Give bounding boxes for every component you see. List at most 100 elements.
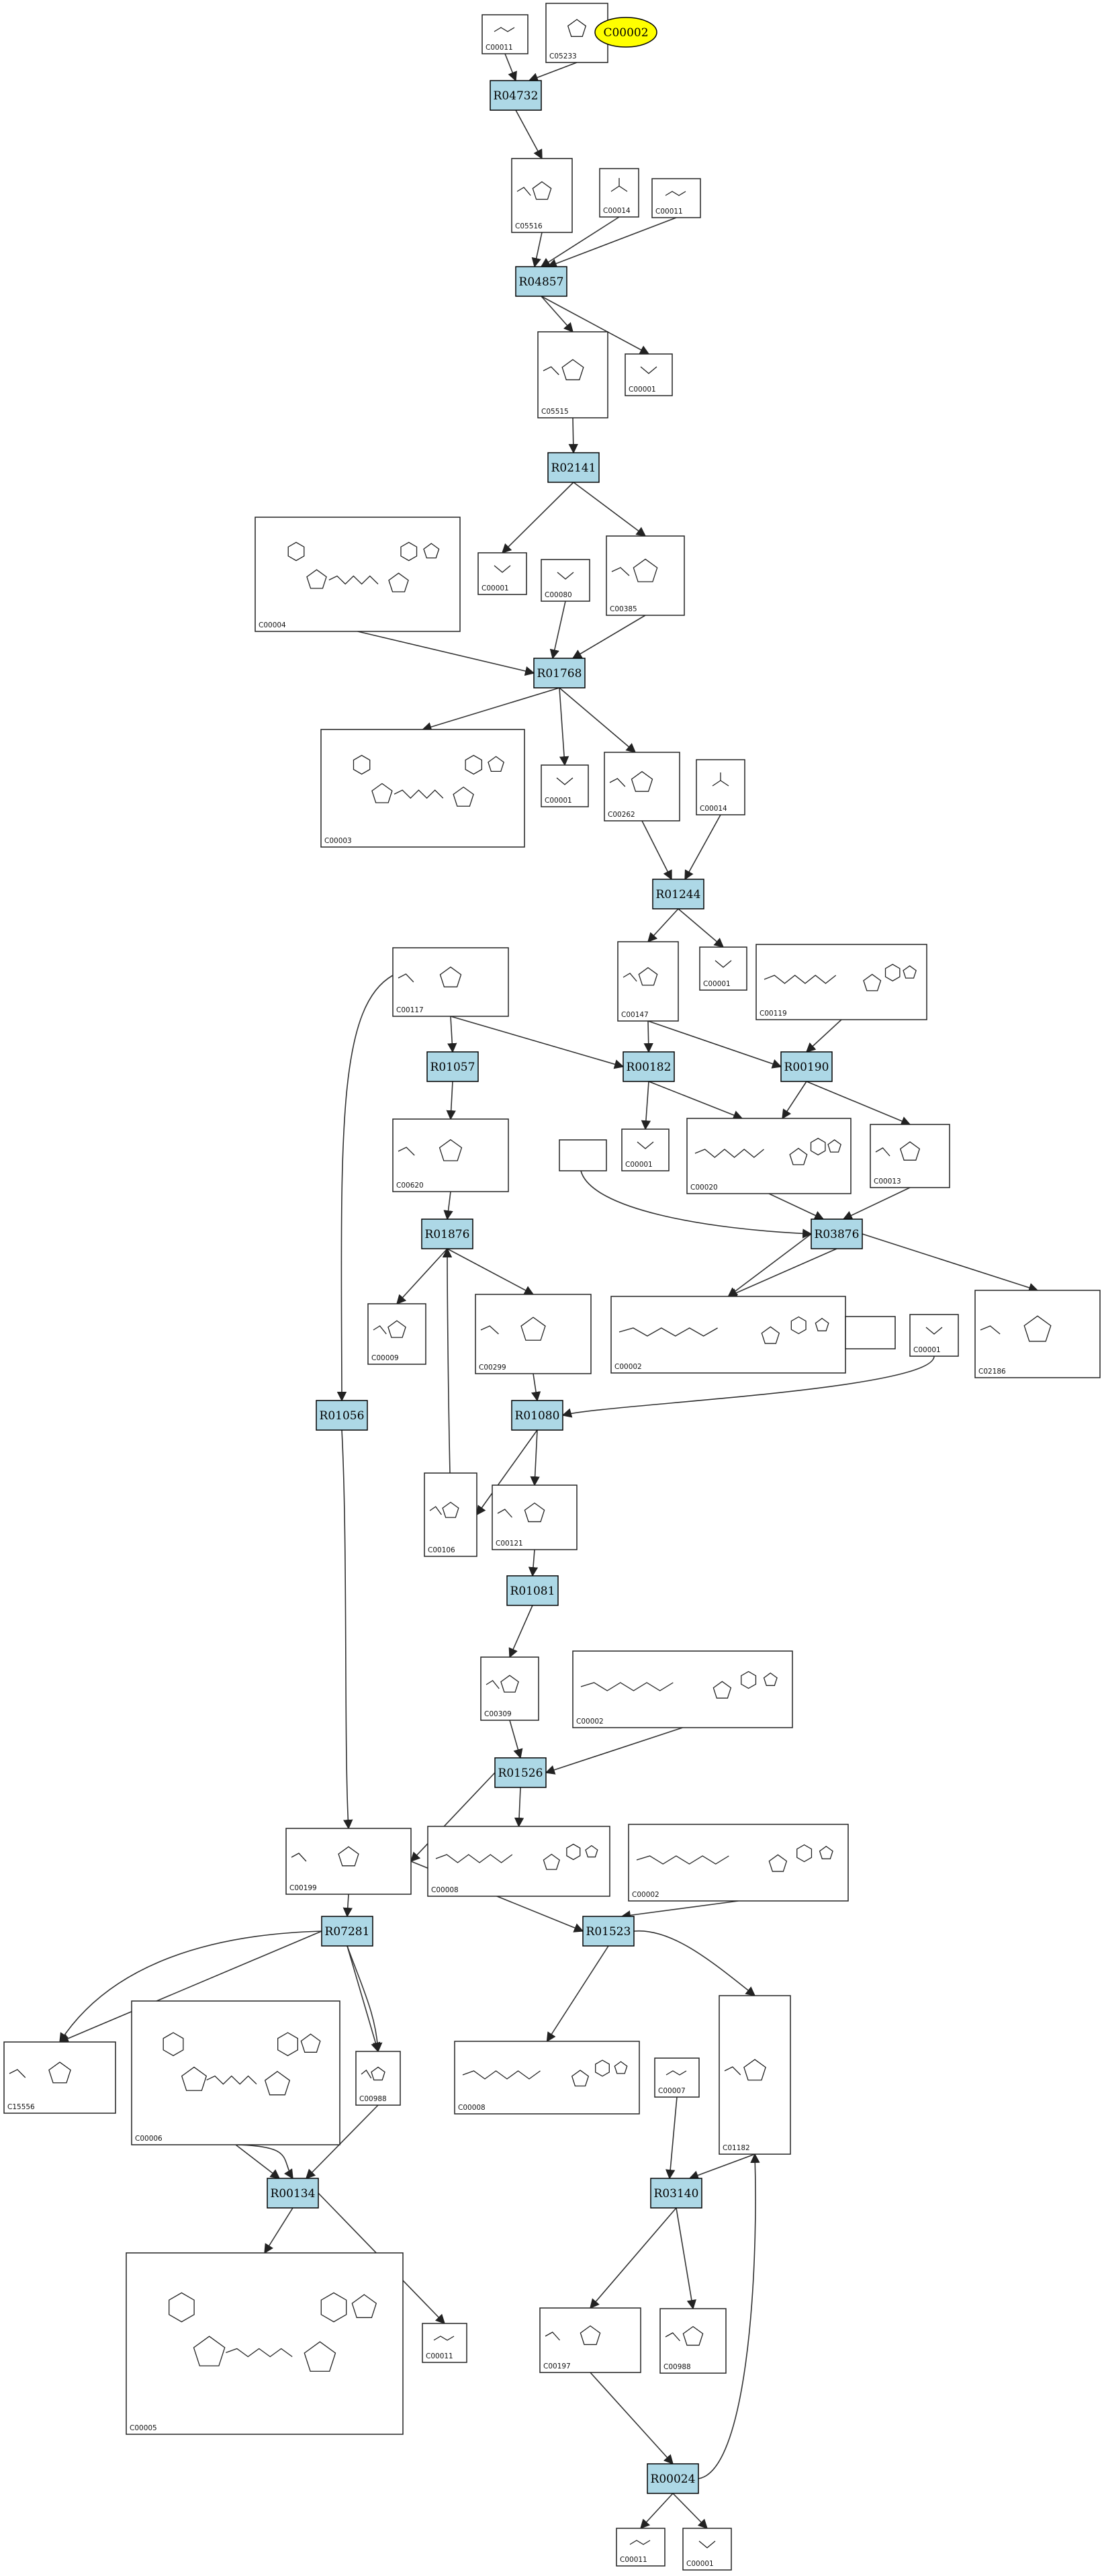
compound-node[interactable]: C00001 <box>909 1314 959 1357</box>
compound-node[interactable]: C05515 <box>537 331 608 418</box>
compound-node[interactable]: C00011 <box>422 2323 467 2363</box>
compound-node[interactable]: C00005 <box>126 2252 404 2435</box>
compound-node[interactable]: C00299 <box>475 1294 592 1374</box>
compound-node[interactable]: C00197 <box>539 2307 641 2373</box>
reaction-id-label: R01876 <box>425 1228 470 1241</box>
compound-node[interactable]: C00001 <box>682 2528 732 2571</box>
compound-node[interactable]: C00002 <box>610 1296 846 1374</box>
compound-node[interactable]: C01182 <box>719 1995 791 2155</box>
compound-node[interactable]: C00620 <box>392 1118 509 1192</box>
compound-node[interactable]: C00002 <box>628 1824 849 1902</box>
structure-icon <box>629 2540 651 2545</box>
highlight-node[interactable]: C00002 <box>594 17 657 48</box>
compound-node[interactable]: C02186 <box>974 1290 1101 1378</box>
reaction-node[interactable]: R02141 <box>547 452 600 483</box>
reaction-node[interactable]: R04857 <box>515 266 567 297</box>
reaction-node[interactable]: R01056 <box>316 1400 368 1431</box>
compound-box <box>686 1118 852 1194</box>
compound-node[interactable]: C00309 <box>480 1656 539 1721</box>
compound-node[interactable]: C00121 <box>492 1484 578 1550</box>
compound-node[interactable]: C00011 <box>616 2528 665 2567</box>
compound-node[interactable]: C00003 <box>320 729 525 848</box>
compound-id-label: C05233 <box>549 52 577 60</box>
compound-id-label: C00002 <box>576 1718 604 1726</box>
compound-node[interactable]: C00001 <box>699 946 747 991</box>
edge-compound-to-reaction <box>336 975 394 1402</box>
compound-node[interactable]: C00106 <box>424 1472 477 1557</box>
compound-node[interactable]: C00385 <box>606 535 685 616</box>
compound-box <box>126 2252 404 2435</box>
compound-box <box>621 1128 670 1171</box>
compound-box <box>651 178 701 218</box>
reaction-id-label: R01057 <box>430 1061 475 1074</box>
compound-node[interactable]: C00014 <box>599 168 639 218</box>
reaction-node[interactable]: R00182 <box>623 1051 675 1082</box>
compound-id-label: C00002 <box>614 1363 642 1371</box>
reaction-node[interactable]: R01523 <box>582 1916 635 1947</box>
compound-node[interactable]: C00262 <box>604 752 680 821</box>
compound-node[interactable]: C15556 <box>3 2041 116 2114</box>
reaction-id-label: R07281 <box>325 1925 370 1939</box>
reaction-node[interactable]: R01768 <box>533 658 586 689</box>
structure-icon <box>543 359 584 381</box>
compound-node[interactable]: C00011 <box>651 178 701 218</box>
reaction-node[interactable]: R00134 <box>267 2178 319 2209</box>
edge-reaction-to-compound <box>678 908 725 948</box>
compound-node[interactable]: C00119 <box>755 944 927 1020</box>
compound-node[interactable]: C00001 <box>625 353 673 396</box>
compound-node[interactable]: C00117 <box>392 947 509 1017</box>
reaction-box <box>780 1051 833 1082</box>
reaction-node[interactable]: R00190 <box>780 1051 833 1082</box>
compound-id-label: C00007 <box>658 2087 686 2095</box>
edge-compound-to-reaction <box>545 1727 683 1775</box>
reaction-node[interactable]: R04732 <box>490 80 542 111</box>
compound-node[interactable]: C00014 <box>696 759 745 815</box>
reaction-node[interactable]: R00024 <box>647 2463 699 2494</box>
reaction-id-label: R01080 <box>515 1409 560 1423</box>
compound-node[interactable]: C00013 <box>870 1124 950 1188</box>
structure-icon <box>980 1315 1052 1342</box>
compound-node[interactable]: C00004 <box>255 517 461 632</box>
compound-box <box>541 559 590 602</box>
compound-node[interactable]: C00199 <box>285 1828 412 1895</box>
reaction-node[interactable]: R01080 <box>511 1400 563 1431</box>
edge-compound-to-reaction <box>684 814 721 881</box>
empty-compound-box[interactable] <box>559 1139 607 1171</box>
compound-box <box>606 535 685 616</box>
compound-node[interactable]: C00007 <box>654 2057 700 2098</box>
compound-box <box>320 729 525 848</box>
reaction-node[interactable]: R01876 <box>421 1218 473 1249</box>
compound-node[interactable]: C00008 <box>454 2041 640 2115</box>
reaction-node[interactable]: R07281 <box>321 1916 373 1947</box>
reaction-box <box>515 266 567 297</box>
compound-node[interactable]: C00001 <box>477 552 527 595</box>
edge-reaction-to-compound <box>573 482 647 537</box>
edge-reaction-to-compound <box>640 2493 674 2530</box>
compound-box <box>699 946 747 991</box>
compound-node[interactable]: C05516 <box>511 158 573 233</box>
reaction-node[interactable]: R03876 <box>811 1218 863 1249</box>
reaction-id-label: R00182 <box>627 1061 672 1074</box>
compound-node[interactable]: C00020 <box>686 1118 852 1194</box>
compound-node[interactable]: C00147 <box>617 941 679 1022</box>
structure-icon <box>580 1671 778 1699</box>
compound-node[interactable]: C00080 <box>541 559 590 602</box>
reaction-node[interactable]: R01526 <box>494 1757 547 1788</box>
reaction-node[interactable]: R01244 <box>652 879 704 909</box>
compound-node[interactable]: C00006 <box>131 2000 340 2145</box>
compound-node[interactable]: C00009 <box>367 1303 426 1365</box>
structure-icon <box>609 770 653 792</box>
edge-reaction-to-compound <box>476 1429 538 1516</box>
compound-node[interactable]: C00011 <box>481 14 529 54</box>
compound-node[interactable]: C00008 <box>427 1826 610 1897</box>
reaction-node[interactable]: R01081 <box>506 1575 559 1606</box>
compound-node[interactable]: C00001 <box>621 1128 670 1171</box>
compound-node[interactable]: C00001 <box>541 764 589 807</box>
compound-node[interactable]: C00988 <box>659 2308 727 2374</box>
reaction-node[interactable]: R03140 <box>650 2178 702 2209</box>
compound-node[interactable]: C00002 <box>572 1650 793 1728</box>
empty-compound-box[interactable] <box>845 1316 896 1349</box>
reaction-node[interactable]: R01057 <box>426 1051 479 1082</box>
compound-node[interactable]: C00988 <box>355 2051 401 2106</box>
structure-icon <box>494 27 515 32</box>
